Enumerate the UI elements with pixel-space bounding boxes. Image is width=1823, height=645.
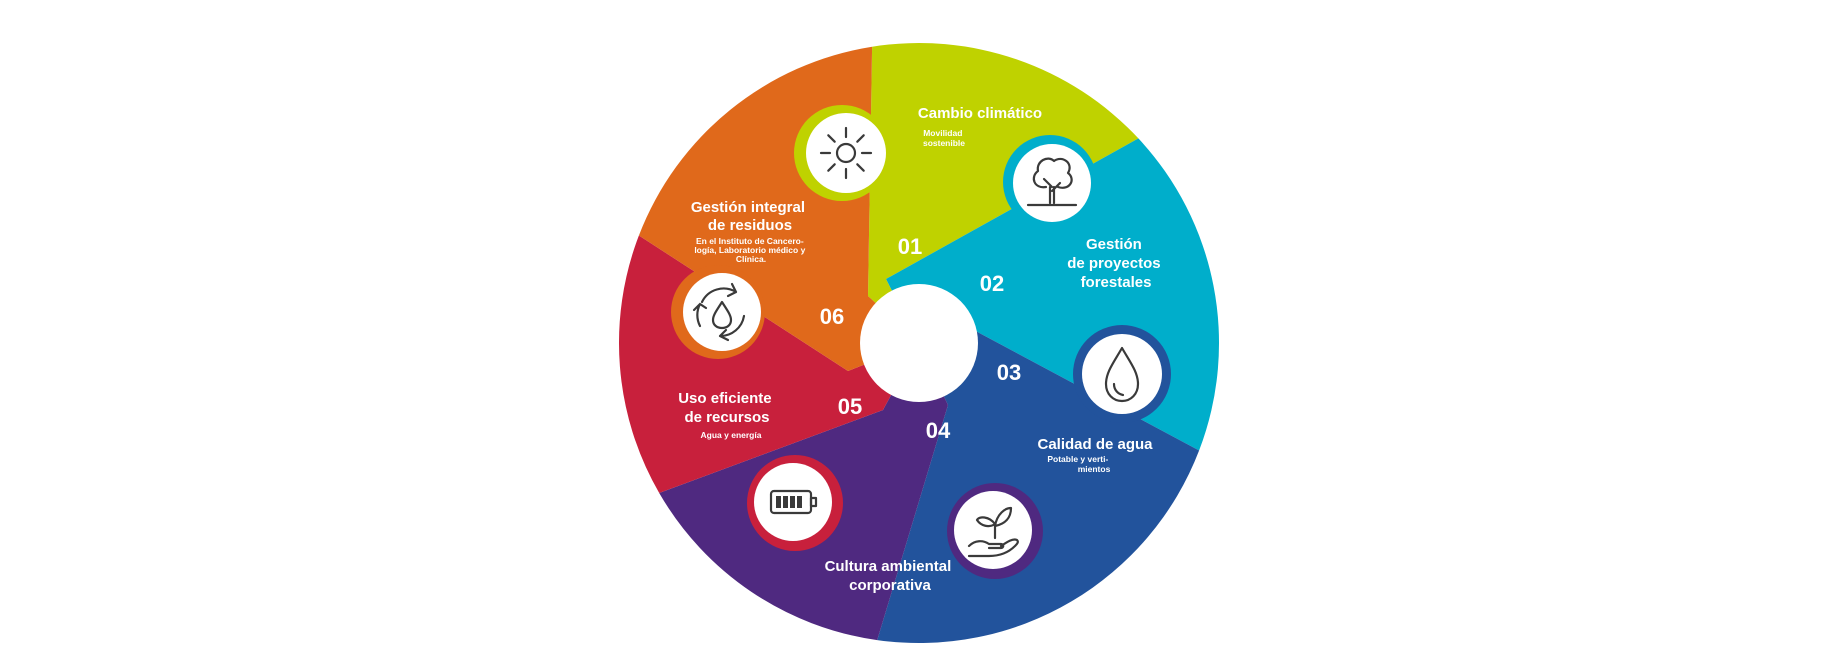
segment-05-number: 05 (838, 394, 862, 419)
sun-icon (819, 126, 873, 180)
segment-06-icon-badge (683, 273, 761, 351)
segment-01: Cambio climático Movilidad sostenible 01 (794, 105, 1042, 259)
segment-06-subtitle-line: Clínica. (736, 254, 766, 264)
segment-03-number: 03 (997, 360, 1021, 385)
segment-01-number: 01 (898, 234, 922, 259)
plant-hand-icon (967, 506, 1019, 558)
segment-03-subtitle: Potable y verti- mientos (1047, 454, 1110, 474)
water-drop-icon (1104, 346, 1140, 403)
segment-01-subtitle: Movilidad sostenible (923, 128, 965, 148)
segment-02-title-line: de proyectos (1067, 255, 1160, 272)
segment-03-wedge (877, 320, 1200, 644)
segment-06-title-line: Gestión integral (691, 199, 805, 216)
segment-05: Uso eficiente de recursos Agua y energía… (678, 390, 862, 551)
segment-02-title: Gestión de proyectos forestales (1067, 236, 1165, 291)
segment-01-icon-badge (806, 113, 886, 193)
segment-04: Cultura ambiental corporativa 04 (825, 418, 1043, 594)
segment-01-subtitle-line: Movilidad (923, 128, 962, 138)
segment-02-title-line: Gestión (1086, 236, 1142, 253)
segment-05-subtitle-line: Agua y energía (701, 430, 762, 440)
segment-04-number: 04 (926, 418, 951, 443)
segment-03-icon-badge (1082, 334, 1162, 414)
segment-06-title: Gestión integral de residuos (691, 199, 809, 234)
segment-04-title-line: Cultura ambiental (825, 558, 952, 575)
battery-icon (769, 489, 818, 515)
segment-03-subtitle-line: mientos (1078, 464, 1111, 474)
segment-05-title-line: de recursos (684, 409, 769, 426)
segment-04-title-line: corporativa (849, 577, 931, 594)
segment-04-icon-badge (954, 491, 1032, 569)
recycle-water-icon (692, 282, 746, 342)
segment-06-subtitle-line: En el Instituto de Cancero- (696, 236, 804, 246)
segment-06-subtitle-line: logía, Laboratorio médico y (694, 245, 805, 255)
segment-05-subtitle: Agua y energía (701, 430, 762, 440)
segment-03-subtitle-line: Potable y verti- (1047, 454, 1108, 464)
segment-02-number: 02 (980, 271, 1004, 296)
center-hole (860, 284, 978, 402)
segment-02-icon-badge (1013, 144, 1091, 222)
segment-06: Gestión integral de residuos En el Insti… (671, 199, 844, 359)
segment-06-title-line: de residuos (708, 217, 792, 234)
segment-01-wedge (868, 43, 1139, 344)
segment-06-number: 06 (820, 304, 844, 329)
segment-05-title-line: Uso eficiente (678, 390, 771, 407)
segment-03: Calidad de agua Potable y verti- mientos… (997, 325, 1171, 474)
segment-03-title: Calidad de agua (1037, 436, 1153, 453)
segment-01-subtitle-line: sostenible (923, 138, 965, 148)
tree-icon (1026, 157, 1078, 207)
segment-02-title-line: forestales (1081, 274, 1152, 291)
segment-01-title-line: Cambio climático (918, 105, 1042, 122)
segment-05-title: Uso eficiente de recursos (678, 390, 776, 426)
segment-01-title: Cambio climático (918, 105, 1042, 122)
segment-04-title: Cultura ambiental corporativa (825, 558, 956, 594)
segment-03-title-line: Calidad de agua (1037, 436, 1153, 453)
segment-02: Gestión de proyectos forestales 02 (980, 135, 1165, 296)
segment-06-subtitle: En el Instituto de Cancero- logía, Labor… (694, 236, 807, 264)
